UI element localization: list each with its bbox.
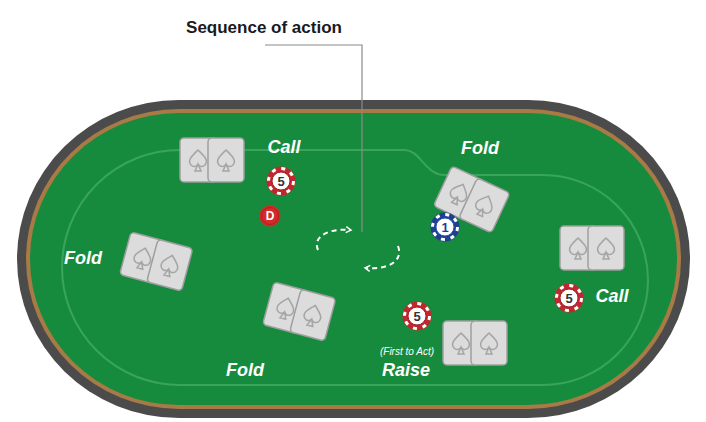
chip-value: 5 [402, 301, 432, 331]
dealer-letter: D [259, 205, 281, 227]
diagram-title: Sequence of action [186, 18, 342, 38]
chip-value: 5 [554, 283, 584, 313]
player-action: Raise [382, 360, 430, 381]
action-arrow [317, 230, 350, 250]
player-cards [180, 138, 244, 182]
poker-chip: 1 [430, 212, 460, 242]
player-cards [443, 321, 507, 365]
poker-chip: 5 [266, 166, 296, 196]
player-cards [263, 282, 336, 341]
chip-value: 5 [266, 166, 296, 196]
chip-value: 1 [430, 212, 460, 242]
poker-chip: 5 [554, 283, 584, 313]
table-rim [17, 100, 690, 418]
betting-line [62, 150, 648, 385]
player-action: Fold [461, 138, 499, 159]
table-felt [30, 113, 677, 405]
player-cards [120, 232, 193, 291]
player-action: Fold [64, 248, 102, 269]
dealer-button: D [259, 205, 281, 227]
player-cards [560, 226, 624, 270]
leader-line [265, 45, 362, 232]
action-arrow [366, 246, 399, 268]
poker-chip: 5 [402, 301, 432, 331]
player-action: Call [595, 286, 628, 307]
position-note: (First to Act) [380, 346, 434, 357]
player-action: Call [267, 137, 300, 158]
player-action: Fold [226, 360, 264, 381]
table-rail [26, 109, 681, 409]
